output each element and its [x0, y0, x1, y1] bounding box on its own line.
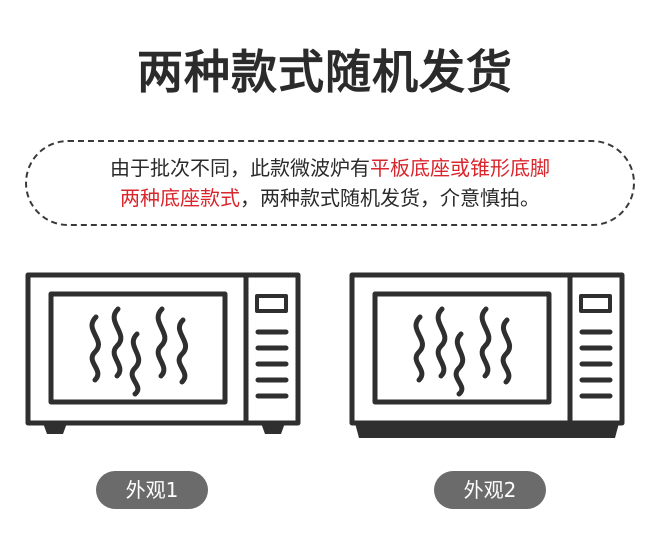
notice-text: 由于批次不同，此款微波炉有	[110, 156, 370, 180]
page-title: 两种款式随机发货	[137, 45, 513, 99]
variant-2-label: 外观2	[434, 471, 546, 509]
notice-text: ，两种款式随机发货，介意慎拍。	[240, 186, 540, 210]
variant-1-label: 外观1	[96, 471, 208, 509]
notice-highlight: 平板底座或锥形底脚	[370, 156, 550, 180]
notice-line-2: 两种底座款式，两种款式随机发货，介意慎拍。	[120, 183, 540, 213]
notice-highlight: 两种底座款式	[120, 186, 240, 210]
microwave-variant-1-icon	[25, 272, 301, 434]
notice-line-1: 由于批次不同，此款微波炉有平板底座或锥形底脚	[110, 153, 550, 183]
notice-box: 由于批次不同，此款微波炉有平板底座或锥形底脚 两种底座款式，两种款式随机发货，介…	[25, 140, 635, 226]
microwave-variant-2-icon	[349, 272, 625, 438]
